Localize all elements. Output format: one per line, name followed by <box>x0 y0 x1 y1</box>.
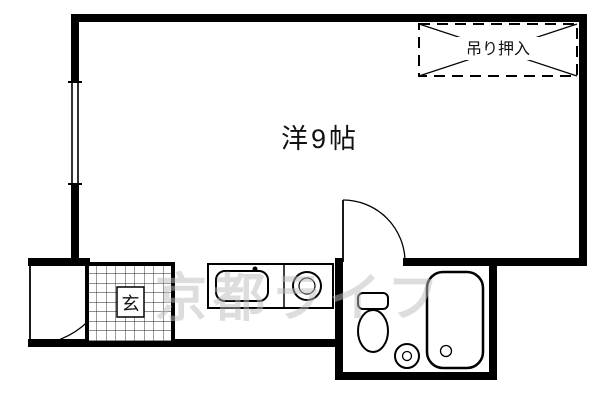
stove-burner-inner <box>298 277 316 295</box>
kitchen-faucet-icon <box>252 266 258 272</box>
kitchen-counter <box>207 263 334 309</box>
closet-label: 吊り押入 <box>466 40 530 58</box>
wall-left-lower <box>71 184 79 266</box>
genkan-label-box <box>116 286 145 318</box>
watermark: 京都ライフ <box>155 270 445 328</box>
walls <box>28 14 587 380</box>
wall-top <box>71 14 587 22</box>
toilet-bowl <box>357 309 389 353</box>
bathroom <box>357 270 485 370</box>
closet: 吊り押入 <box>418 23 578 77</box>
drain-basin-outer <box>394 343 420 369</box>
genkan: 玄 <box>85 262 175 345</box>
wall-bottom <box>28 339 342 347</box>
bathtub <box>425 270 485 370</box>
genkan-label: 玄 <box>122 294 140 314</box>
window-icon <box>68 81 82 185</box>
wall-right <box>579 14 587 266</box>
closet-label-bg <box>457 37 539 60</box>
window-gap <box>70 82 80 184</box>
wall-entrance-alcove <box>28 258 90 266</box>
room-label: 洋9帖 <box>281 124 359 154</box>
bathroom-door-icon <box>342 199 406 263</box>
stove-burner-outer <box>292 271 322 301</box>
wall-left-upper <box>71 14 79 82</box>
kitchen-sink <box>215 270 269 302</box>
wall-bath-bottom <box>335 372 497 380</box>
bathroom-door-arc <box>342 199 406 263</box>
closet-outline <box>418 23 578 77</box>
wall-bath-left <box>335 258 343 380</box>
wall-bath-right <box>489 258 497 380</box>
drain-basin-inner <box>401 350 413 362</box>
bathtub-drain-icon <box>439 344 453 358</box>
